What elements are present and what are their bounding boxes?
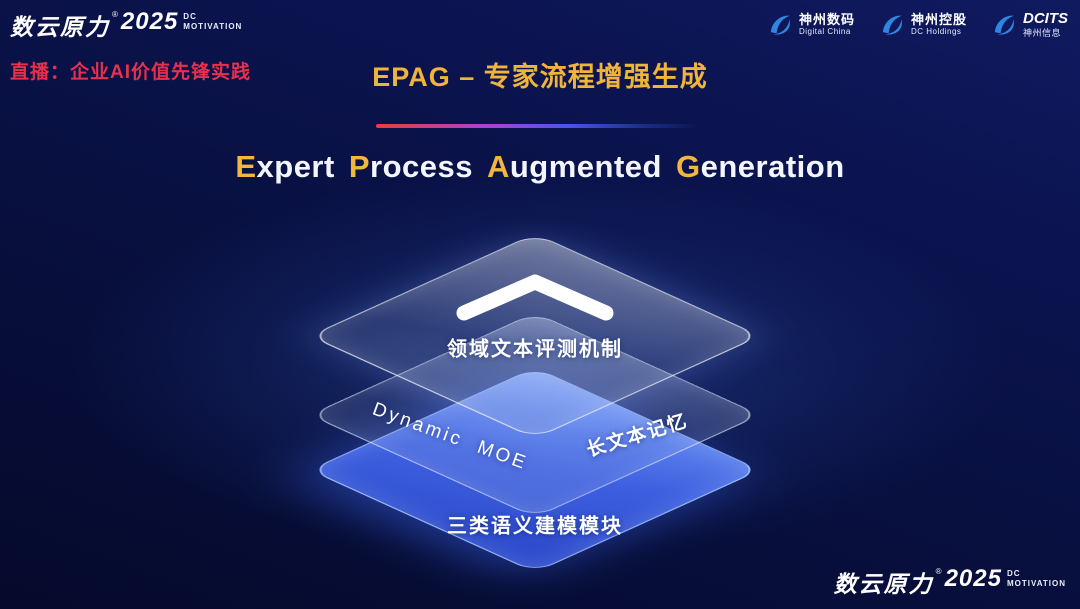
brand-name: 数云原力 [10, 14, 110, 40]
brand-logo-bottom-right: 数云原力 ® 2025 DC MOTIVATION [834, 565, 1066, 599]
logo-dc-holdings: 神州控股 DC Holdings [877, 10, 967, 38]
brand-registered-mark: ® [935, 567, 942, 576]
logo-dcits: DCITS 神州信息 [989, 10, 1068, 39]
brand-year: 2025 [944, 565, 1002, 592]
brand-year: 2025 [120, 8, 179, 35]
brand-subtitle: DC MOTIVATION [183, 12, 242, 32]
brand-sub-line1: DC [1006, 569, 1021, 578]
logo-digital-china: 神州数码 Digital China [765, 10, 855, 38]
logo-subtitle: Digital China [798, 27, 851, 37]
logo-name: 神州数码 [798, 11, 855, 27]
word-rest: eneration [700, 149, 845, 184]
live-stream-label: 直播：企业AI价值先锋实践 [10, 62, 252, 83]
partner-logos: 神州数码 Digital China 神州控股 DC Holdings [765, 10, 1068, 39]
brand-logo-top-left: 数云原力 ® 2025 DC MOTIVATION [10, 8, 242, 42]
logo-name: 神州控股 [910, 11, 967, 27]
word-rest: xpert [256, 149, 335, 184]
brand-subtitle: DC MOTIVATION [1007, 569, 1066, 589]
subtitle-word-expert: Expert [235, 149, 335, 184]
word-rest: rocess [370, 149, 473, 184]
brand-name: 数云原力 [833, 571, 934, 597]
brand-registered-mark: ® [112, 10, 118, 19]
dc-holdings-swoosh-icon [877, 10, 905, 38]
brand-sub-line2: MOTIVATION [183, 22, 243, 31]
logo-text: 神州数码 Digital China [799, 12, 855, 37]
word-initial: A [486, 149, 510, 184]
layer-bottom-label: 三类语义建模模块 [447, 515, 623, 538]
brand-sub-line2: MOTIVATION [1006, 579, 1066, 588]
digital-china-swoosh-icon [765, 10, 793, 38]
logo-text: DCITS 神州信息 [1023, 10, 1068, 39]
subtitle-word-generation: Generation [676, 149, 845, 184]
layer-top-label: 领域文本评测机制 [447, 338, 623, 361]
slide-title: EPAG – 专家流程增强生成 [372, 62, 708, 92]
logo-text: 神州控股 DC Holdings [911, 12, 967, 37]
word-initial: G [676, 149, 701, 184]
brand-sub-line1: DC [183, 12, 197, 21]
chevron-up-icon [456, 274, 614, 321]
dcits-swoosh-icon [989, 10, 1017, 38]
word-initial: P [348, 149, 371, 184]
subtitle-english: Expert Process Augmented Generation [0, 149, 1080, 185]
subtitle-word-process: Process [349, 149, 473, 184]
logo-subtitle: 神州信息 [1023, 28, 1062, 38]
subtitle-word-augmented: Augmented [487, 149, 662, 184]
logo-subtitle: DC Holdings [910, 27, 962, 37]
title-divider [376, 124, 698, 128]
logo-name: DCITS [1023, 10, 1068, 27]
word-rest: ugmented [509, 149, 662, 184]
word-initial: E [235, 149, 257, 184]
